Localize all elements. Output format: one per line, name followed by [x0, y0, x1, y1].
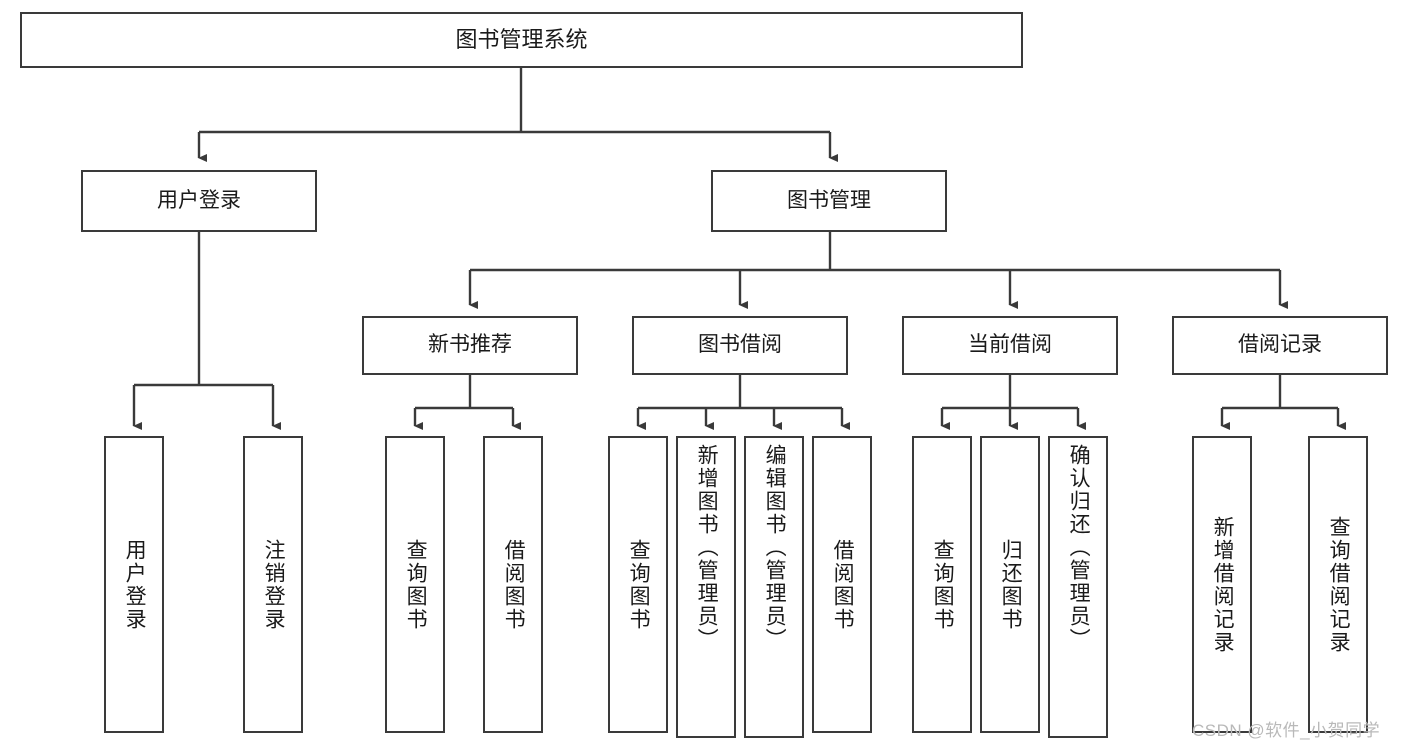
node-label: 图书管理系统 [455, 27, 588, 53]
node-label: 图书管理 [787, 188, 871, 212]
node-label: 借阅图书 [831, 538, 855, 631]
leaf-current-borrow-return-book[interactable]: 归还图书 [980, 436, 1040, 733]
node-label: 查询图书 [931, 538, 955, 631]
node-label: 确认归还（管理员） [1067, 444, 1091, 651]
node-label: 归还图书 [999, 538, 1023, 631]
node-label: 用户登录 [123, 538, 147, 631]
leaf-borrow-record-query-record[interactable]: 查询借阅记录 [1308, 436, 1368, 733]
node-label: 用户登录 [157, 188, 241, 212]
node-label: 查询图书 [627, 538, 651, 631]
leaf-user-login-logout[interactable]: 注销登录 [243, 436, 303, 733]
node-book-management[interactable]: 图书管理 [711, 170, 947, 232]
node-root-book-management-system[interactable]: 图书管理系统 [20, 12, 1023, 68]
leaf-current-borrow-query-book[interactable]: 查询图书 [912, 436, 972, 733]
node-label: 查询图书 [404, 538, 428, 631]
node-label: 图书借阅 [698, 333, 782, 357]
node-label: 注销登录 [262, 538, 286, 631]
node-label: 借阅记录 [1238, 333, 1322, 357]
leaf-book-borrow-edit-book-admin[interactable]: 编辑图书（管理员） [744, 436, 804, 738]
node-label: 编辑图书（管理员） [763, 444, 787, 651]
node-label: 借阅图书 [502, 538, 526, 631]
leaf-borrow-record-add-record[interactable]: 新增借阅记录 [1192, 436, 1252, 733]
leaf-book-borrow-borrow-book[interactable]: 借阅图书 [812, 436, 872, 733]
node-label: 查询借阅记录 [1327, 515, 1351, 654]
node-label: 新书推荐 [428, 333, 512, 357]
leaf-book-borrow-query-book[interactable]: 查询图书 [608, 436, 668, 733]
leaf-user-login-login[interactable]: 用户登录 [104, 436, 164, 733]
node-user-login[interactable]: 用户登录 [81, 170, 317, 232]
node-borrow-record[interactable]: 借阅记录 [1172, 316, 1388, 375]
leaf-new-book-query-book[interactable]: 查询图书 [385, 436, 445, 733]
node-label: 当前借阅 [968, 333, 1052, 357]
node-label: 新增借阅记录 [1211, 515, 1235, 654]
node-new-book-recommend[interactable]: 新书推荐 [362, 316, 578, 375]
csdn-watermark: CSDN @软件_小贺同学 [1192, 721, 1381, 740]
leaf-current-borrow-confirm-return-admin[interactable]: 确认归还（管理员） [1048, 436, 1108, 738]
node-current-borrow[interactable]: 当前借阅 [902, 316, 1118, 375]
node-label: 新增图书（管理员） [695, 444, 719, 651]
leaf-book-borrow-add-book-admin[interactable]: 新增图书（管理员） [676, 436, 736, 738]
leaf-new-book-borrow-book[interactable]: 借阅图书 [483, 436, 543, 733]
node-book-borrow[interactable]: 图书借阅 [632, 316, 848, 375]
